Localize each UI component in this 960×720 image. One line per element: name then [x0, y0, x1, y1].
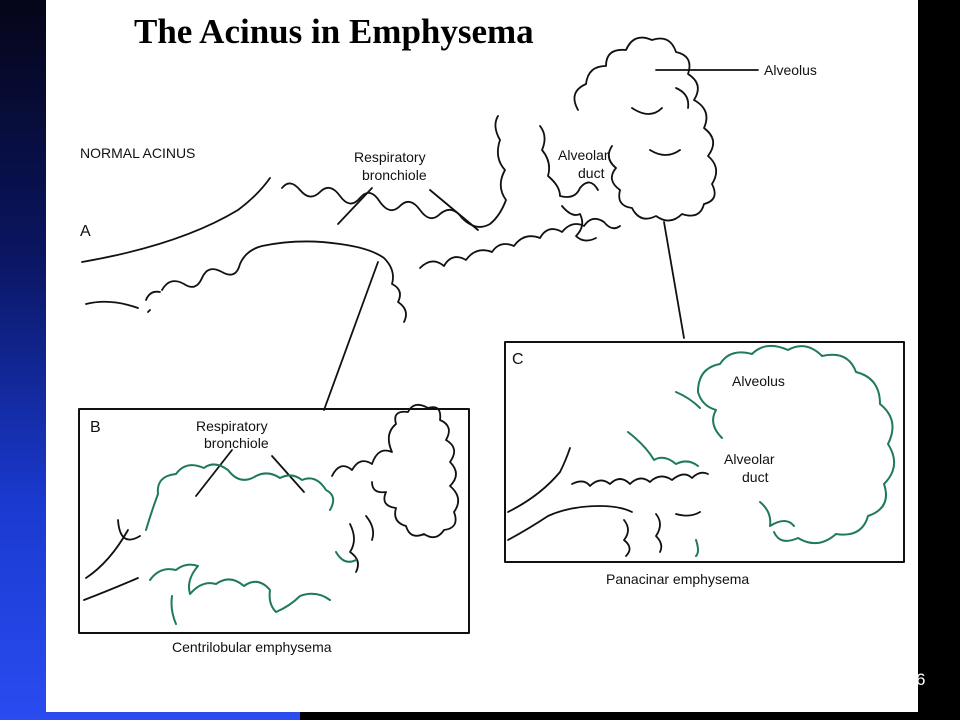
panacinar-dilated-alveolus [697, 344, 895, 545]
alveolus-cluster [573, 36, 718, 222]
slide-number: 6 [916, 670, 926, 689]
panacinar-duct-entry [627, 391, 701, 467]
centrilobular-drawing [83, 403, 460, 601]
centrilobular-distal-septa [349, 515, 375, 573]
centrilobular-resp-bronchiole-label-line1: Respiratory [196, 418, 268, 434]
bronchiole-wall-lower-dash [145, 290, 161, 313]
panacinar-drawing [507, 447, 709, 557]
alveolar-duct-label-line1: Alveolar [558, 147, 609, 163]
normal-acinus-heading: NORMAL ACINUS [80, 145, 195, 161]
panacinar-panel-frame [504, 341, 905, 563]
panacinar-bronchiole-alveoli [571, 471, 709, 487]
alveolus-inner-septum [631, 87, 690, 156]
centrilobular-dilated-space-tail [170, 551, 357, 625]
alveolar-duct-lower-cleft [561, 205, 597, 242]
slide-right-band [918, 0, 960, 720]
centrilobular-leader-1 [195, 449, 233, 497]
panacinar-dilated-alveolus-left-wall [697, 391, 723, 439]
alveolar-duct-upper-edge [539, 125, 599, 198]
centrilobular-emphysema-walls [145, 463, 357, 625]
panel-letter-c: C [512, 351, 524, 368]
panacinar-bronchiole-wall-lower [507, 505, 633, 541]
panacinar-caption: Panacinar emphysema [606, 571, 749, 587]
panacinar-emphysema-walls [627, 344, 895, 557]
panacinar-lower-cleft [695, 501, 795, 557]
slide-title: The Acinus in Emphysema [134, 12, 534, 51]
connector-to-panel-c [663, 221, 685, 339]
panacinar-alveolar-duct-label-line1: Alveolar [724, 451, 775, 467]
panacinar-bronchiole-wall-upper [507, 447, 571, 513]
centrilobular-panel-frame [78, 408, 470, 634]
panel-letter-a: A [80, 223, 91, 240]
panel-letter-b: B [90, 419, 101, 436]
bronchiole-wall-lower [85, 300, 139, 309]
panacinar-lower-septa [623, 511, 701, 557]
centrilobular-caption: Centrilobular emphysema [172, 639, 332, 655]
resp-bronchiole-leader-2 [429, 189, 479, 231]
resp-bronchiole-label-line1: Respiratory [354, 149, 426, 165]
alveolus-label: Alveolus [764, 62, 817, 78]
centrilobular-dilated-space-lower [149, 563, 331, 613]
bronchiole-wall-upper [81, 177, 271, 263]
normal-acinus-drawing [81, 36, 759, 411]
resp-bronchiole-leader-1 [337, 187, 373, 225]
centrilobular-dilated-space-upper [145, 463, 335, 531]
respiratory-bronchiole-lower-edge [161, 240, 407, 323]
panacinar-alveolus-label: Alveolus [732, 373, 785, 389]
respiratory-bronchiole-upper-edge [281, 115, 507, 228]
centrilobular-resp-bronchiole-label-line2: bronchiole [204, 435, 269, 451]
centrilobular-leader-2 [271, 455, 305, 493]
respiratory-bronchiole-lower-alveoli [419, 217, 621, 269]
resp-bronchiole-label-line2: bronchiole [362, 167, 427, 183]
connector-to-panel-b [323, 261, 379, 411]
centrilobular-distal-alveoli [331, 403, 460, 539]
alveolar-duct-label-line2: duct [578, 165, 605, 181]
centrilobular-bronchiole-wall [83, 519, 141, 601]
panacinar-alveolar-duct-label-line2: duct [742, 469, 769, 485]
